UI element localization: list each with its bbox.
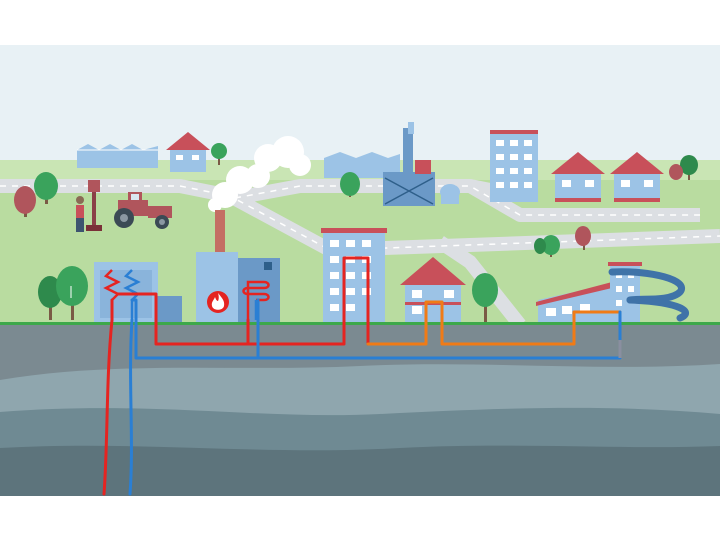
house-top-right-2 <box>610 152 664 202</box>
ground-layer-3 <box>0 445 720 496</box>
water-slide-icon <box>608 268 689 322</box>
trees-bottom <box>38 266 498 322</box>
apartment-tower-top <box>490 130 538 202</box>
hot-supply-pipe <box>110 256 370 346</box>
top-margin <box>0 0 720 45</box>
factory <box>383 122 460 206</box>
warm-distribution-pipe <box>366 300 622 346</box>
bottom-margin <box>0 496 720 540</box>
smoke-cloud <box>208 136 311 212</box>
house-top-right-1 <box>551 152 605 202</box>
worker-icon <box>76 196 84 232</box>
drilling-rig <box>86 180 102 231</box>
ground-surface-line <box>0 322 720 325</box>
greenhouse-right <box>324 152 400 178</box>
trees-top <box>14 143 698 257</box>
plant-coil-hot <box>242 280 270 320</box>
apartment-block-center <box>321 228 387 322</box>
plant-heat-exchanger-coil <box>242 280 270 320</box>
hot-production-well <box>102 318 114 496</box>
greenhouse-left <box>77 144 158 168</box>
house-top-left <box>166 132 210 172</box>
cold-injection-well <box>128 318 134 496</box>
tractor-icon <box>114 192 172 229</box>
pipe-network <box>102 256 622 496</box>
flame-icon <box>207 291 229 313</box>
